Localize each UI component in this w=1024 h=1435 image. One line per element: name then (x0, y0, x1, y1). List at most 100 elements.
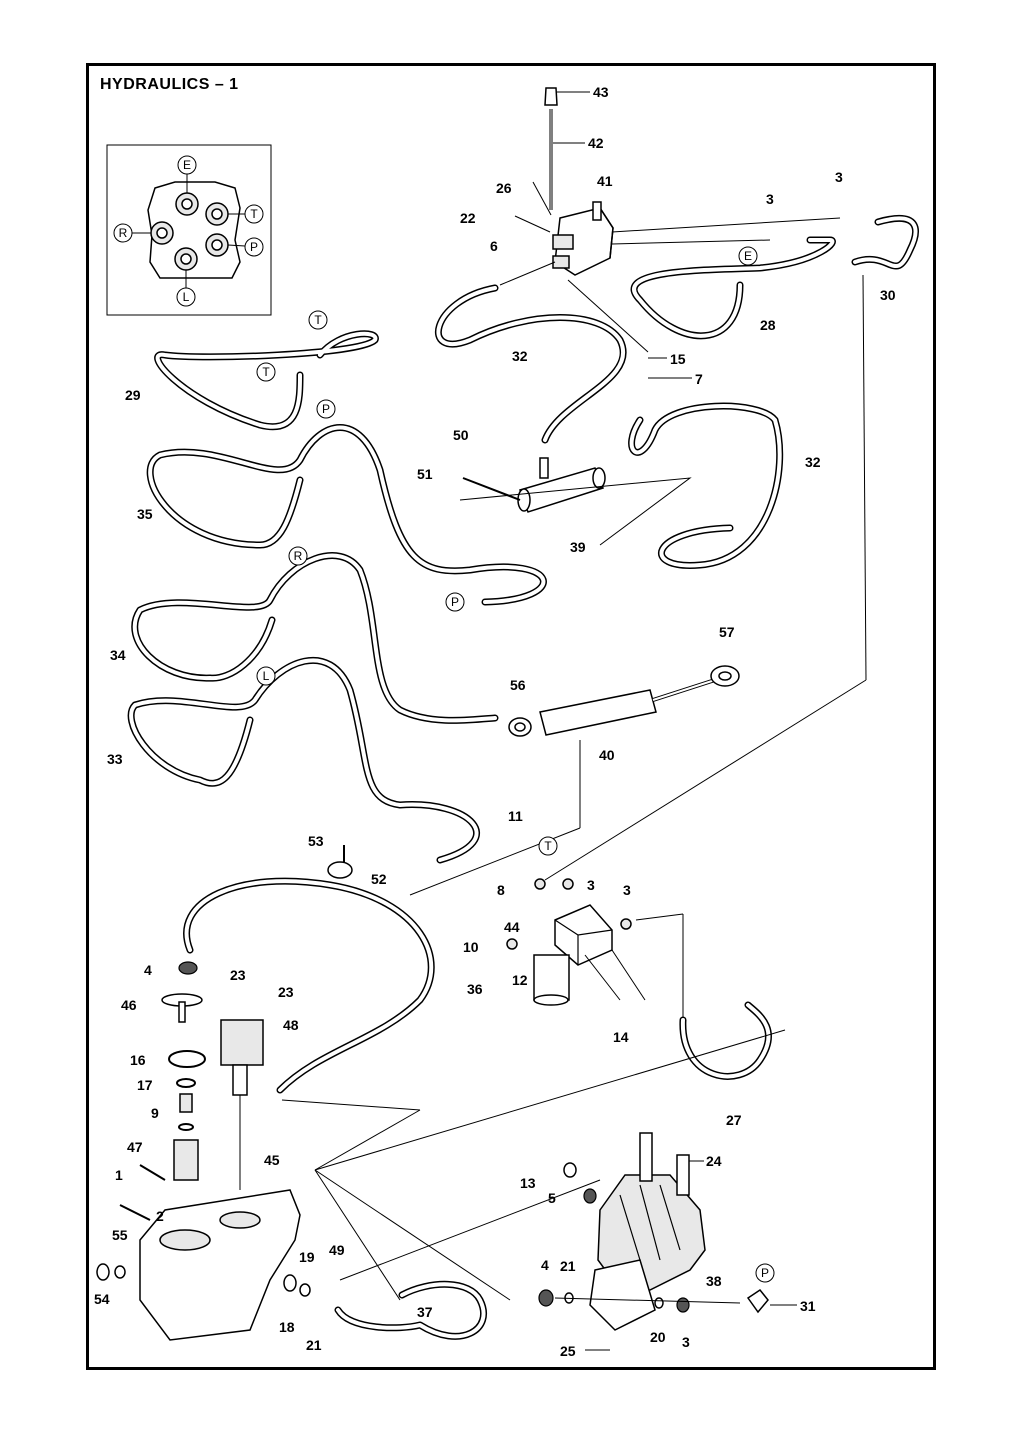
callout-33: 33 (107, 751, 123, 767)
tag-t-hose-29-b: T (262, 365, 270, 379)
callout-16: 16 (130, 1052, 146, 1068)
callout-56: 56 (510, 677, 526, 693)
cylinder-39 (459, 457, 692, 546)
callout-40: 40 (599, 747, 615, 763)
tag-p-fitting-31: P (761, 1266, 769, 1280)
cylinder-40 (409, 665, 740, 896)
tank-45 (96, 1164, 311, 1341)
tag-r-hose-34: R (294, 549, 303, 563)
callout-15: 15 (670, 351, 686, 367)
tag-p-inset: P (250, 240, 258, 254)
callout-6: 6 (490, 238, 498, 254)
callout-30: 30 (880, 287, 896, 303)
tag-l-inset: L (183, 290, 190, 304)
callout-18: 18 (279, 1319, 295, 1335)
hose-32-upper (434, 284, 627, 444)
callout-52: 52 (371, 871, 387, 887)
tag-l-hose-33: L (263, 669, 270, 683)
callout-3-c: 3 (587, 877, 595, 893)
callout-24: 24 (706, 1153, 722, 1169)
callout-49: 49 (329, 1242, 345, 1258)
callout-51: 51 (417, 466, 433, 482)
callout-22: 22 (460, 210, 476, 226)
tag-t-hose-29-a: T (314, 313, 322, 327)
callout-46: 46 (121, 997, 137, 1013)
hose-33 (127, 657, 480, 864)
tag-p-hose-35: P (322, 402, 330, 416)
port-tags: E T R P L E T T P P R L T P (113, 155, 775, 1283)
tank-accessories (161, 961, 264, 1190)
callout-4-b: 4 (541, 1257, 549, 1273)
callout-19: 19 (299, 1249, 315, 1265)
callout-53: 53 (308, 833, 324, 849)
callout-48: 48 (283, 1017, 299, 1033)
callout-50: 50 (453, 427, 469, 443)
tag-t-fitting-11: T (544, 839, 552, 853)
pump-38 (538, 1132, 769, 1331)
callout-3-e: 3 (682, 1334, 690, 1350)
callout-3-b: 3 (835, 169, 843, 185)
tag-e-inset: E (183, 158, 191, 172)
callout-27: 27 (726, 1112, 742, 1128)
hose-29 (154, 330, 379, 431)
callout-37: 37 (417, 1304, 433, 1320)
tag-t-inset: T (250, 207, 258, 221)
callout-11: 11 (508, 808, 523, 824)
callout-47: 47 (127, 1139, 143, 1155)
tag-r-inset: R (119, 226, 128, 240)
callout-36: 36 (467, 981, 483, 997)
drawing-frame (86, 63, 936, 1370)
callout-42: 42 (588, 135, 604, 151)
callout-57: 57 (719, 624, 735, 640)
callout-21-a: 21 (560, 1258, 576, 1274)
callout-39: 39 (570, 539, 586, 555)
callout-2: 2 (156, 1208, 164, 1224)
valve-block-44 (506, 878, 684, 1020)
callout-34: 34 (110, 647, 126, 663)
hose-27 (314, 1001, 786, 1171)
hose-28 (630, 236, 836, 340)
hose-34 (131, 552, 499, 724)
callout-17: 17 (137, 1077, 153, 1093)
hose-35 (146, 424, 547, 606)
callout-1: 1 (115, 1167, 123, 1183)
callout-55: 55 (112, 1227, 128, 1243)
callout-28: 28 (760, 317, 776, 333)
hose-30 (851, 214, 919, 270)
callout-45: 45 (264, 1152, 280, 1168)
callout-3-d: 3 (623, 882, 631, 898)
callout-10: 10 (463, 939, 479, 955)
callout-14: 14 (613, 1029, 629, 1045)
tag-e-hose-28: E (744, 249, 752, 263)
callout-4-a: 4 (144, 962, 152, 978)
callout-32-a: 32 (512, 348, 528, 364)
callout-41: 41 (597, 173, 613, 189)
tag-p-hose-35-end: P (451, 595, 459, 609)
callout-8: 8 (497, 882, 505, 898)
callout-3-a: 3 (766, 191, 774, 207)
clamp-52 (327, 845, 353, 879)
callout-38: 38 (706, 1273, 722, 1289)
hose-37 (314, 1169, 601, 1340)
control-valve-41 (499, 87, 841, 353)
callout-21-b: 21 (306, 1337, 322, 1353)
callout-26: 26 (496, 180, 512, 196)
callout-13: 13 (520, 1175, 536, 1191)
callout-9: 9 (151, 1105, 159, 1121)
callout-31: 31 (800, 1298, 816, 1314)
callout-23-b: 23 (278, 984, 294, 1000)
callout-labels: 43 42 26 41 22 3 3 6 30 28 32 15 7 29 50… (94, 84, 896, 1359)
callout-7: 7 (695, 371, 703, 387)
hose-32-right (628, 402, 784, 569)
callout-44: 44 (504, 919, 520, 935)
callout-43: 43 (593, 84, 609, 100)
page-title: HYDRAULICS – 1 (100, 76, 239, 93)
callout-54: 54 (94, 1291, 110, 1307)
callout-20: 20 (650, 1329, 666, 1345)
callout-35: 35 (137, 506, 153, 522)
callout-23-a: 23 (230, 967, 246, 983)
callout-12: 12 (512, 972, 528, 988)
callout-5: 5 (548, 1190, 556, 1206)
callout-29: 29 (125, 387, 141, 403)
